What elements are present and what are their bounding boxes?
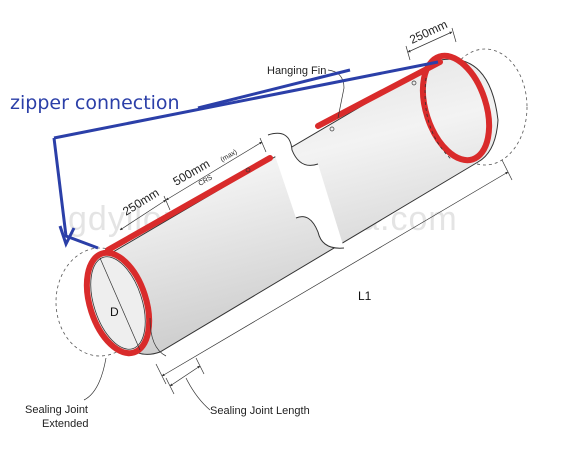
dim-250-top-label: 250mm — [407, 17, 449, 47]
right-end-hidden-edge — [424, 77, 453, 161]
dim-ext — [155, 363, 167, 385]
sealing-joint-extended-label-1: Sealing Joint — [25, 404, 88, 416]
dim-ext — [405, 45, 411, 61]
zipper-arrow-top — [53, 60, 439, 140]
sealing-joint-length-leader — [185, 377, 211, 411]
length-label: L1 — [358, 289, 372, 303]
hanging-fin-leader — [327, 69, 345, 119]
dim-max-label: (max) — [220, 149, 239, 164]
diameter-line — [99, 257, 141, 351]
fin-hole — [329, 126, 335, 132]
hanging-fin-label: Hanging Fin — [267, 65, 326, 77]
break-line-top — [267, 132, 319, 166]
sealing-joint-length-label: Sealing Joint Length — [210, 405, 310, 417]
zipper-arrow-top-branch — [197, 68, 351, 110]
dim-ext — [259, 137, 267, 153]
zipper-connection-label: zipper connection — [10, 92, 180, 114]
sealing-joint-extended-leader — [83, 357, 107, 401]
dim-line-L1 — [161, 171, 509, 377]
dim-line-250-left — [119, 199, 167, 231]
right-end-seal-ring — [419, 52, 493, 164]
dim-crs-label: CRS — [198, 174, 215, 188]
diameter-label: D — [110, 305, 119, 319]
sealing-joint-extended-label-2: Extended — [42, 418, 88, 430]
left-end-inner — [90, 256, 146, 350]
zipper-arrow-left — [52, 137, 99, 250]
left-end-seal-ring — [83, 249, 153, 357]
dim-ext — [165, 377, 175, 395]
dim-line-sealing-joint — [169, 365, 201, 387]
dim-ext — [501, 159, 513, 181]
fin-hole — [411, 80, 417, 86]
dim-ext — [195, 357, 205, 375]
zipper-arrow-left-head — [58, 225, 76, 248]
dim-ext — [451, 27, 457, 43]
dim-line-250-top — [407, 31, 453, 53]
